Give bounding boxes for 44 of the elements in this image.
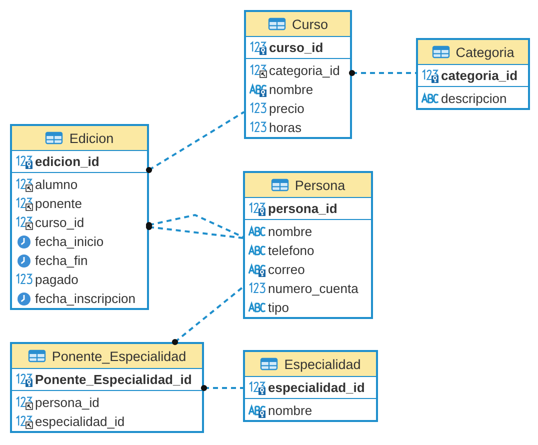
column-name: persona_id: [35, 395, 100, 410]
column-name: correo: [268, 262, 305, 277]
key-column-name: Ponente_Especialidad_id: [35, 372, 192, 387]
column-name: telefono: [268, 243, 314, 258]
relationship-line: [146, 224, 244, 239]
table-name: Categoria: [456, 44, 514, 60]
column-name: pagado: [35, 272, 78, 287]
table-name: Curso: [292, 16, 328, 32]
relationship-line: [348, 70, 416, 76]
table-name: Persona: [294, 178, 346, 192]
relationship-line: [146, 111, 245, 174]
column-name: especialidad_id: [35, 414, 125, 429]
column-name: fecha_inscripcion: [35, 291, 136, 306]
table-name: Ponente_Especialidad: [52, 348, 186, 364]
relationship-line: [200, 384, 243, 392]
column-name: alumno: [35, 177, 78, 192]
table-name: Edicion: [69, 130, 114, 146]
relationship-line: [172, 286, 244, 346]
entity-table: [10, 342, 204, 433]
column-name: numero_cuenta: [268, 281, 358, 296]
key-column-name: curso_id: [269, 40, 324, 55]
key-column-name: persona_id: [268, 201, 338, 216]
column-name: curso_id: [35, 215, 84, 230]
key-column-name: especialidad_id: [268, 380, 365, 395]
entity-table: [416, 38, 530, 110]
key-column-name: edicion_id: [35, 154, 100, 169]
column-name: descripcion: [441, 91, 507, 106]
relationship-line: [146, 214, 244, 238]
column-name: nombre: [268, 403, 312, 418]
entity-table: [243, 350, 378, 422]
table-name: Especialidad: [284, 356, 361, 372]
key-column-name: categoria_id: [441, 68, 518, 83]
entity-table: [243, 171, 373, 319]
column-name: nombre: [268, 224, 312, 239]
column-name: precio: [269, 101, 304, 116]
column-name: horas: [269, 120, 302, 135]
column-name: fecha_inicio: [35, 234, 104, 249]
column-name: nombre: [269, 82, 314, 97]
entity-table: [10, 124, 149, 310]
column-name: categoria_id: [269, 63, 340, 78]
entity-table: [244, 10, 352, 139]
column-name: fecha_fin: [35, 253, 88, 268]
column-name: tipo: [268, 300, 289, 315]
column-name: ponente: [35, 196, 82, 211]
